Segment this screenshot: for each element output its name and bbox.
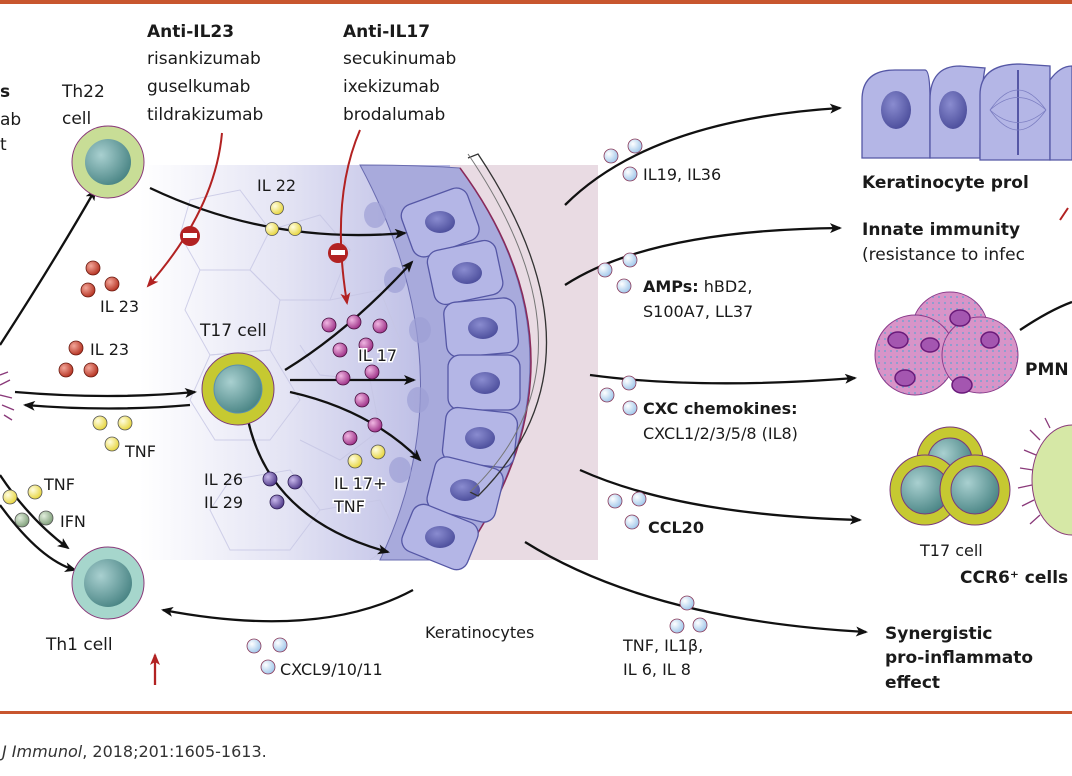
drug-ixekizumab: ixekizumab xyxy=(343,77,440,97)
inhibit-icon xyxy=(328,243,348,263)
t17-label: T17 cell xyxy=(199,321,267,341)
il17-label: IL 17 xyxy=(358,346,397,365)
increase-arrow-icon xyxy=(1059,207,1069,221)
keratinocyte-layer xyxy=(364,187,521,571)
th22-label-line1: Th22 xyxy=(61,82,105,102)
amps-label: AMPs: hBD2, xyxy=(643,277,752,296)
t17-cluster-label: T17 cell xyxy=(919,541,983,560)
th22-label-line2: cell xyxy=(62,109,91,129)
synergistic-label-line2: pro-inflammato xyxy=(885,648,1033,668)
left-cut-label: s ab t xyxy=(0,82,21,155)
th1-label: Th1 cell xyxy=(45,635,113,655)
bottom-border xyxy=(0,711,1072,714)
cytokine-il26-il29 xyxy=(262,471,303,510)
ccr6-dendritic-cell xyxy=(1017,417,1072,536)
anti-il23-title: Anti-IL23 xyxy=(147,22,234,42)
inhibit-icon xyxy=(180,226,200,246)
t17-cell xyxy=(201,352,275,426)
drug-risankizumab: risankizumab xyxy=(147,49,261,69)
tnf-label-mid: TNF xyxy=(124,442,156,461)
pmn-label: PMN xyxy=(1025,360,1069,380)
cytokine-il17-tnf-yellow xyxy=(347,444,386,469)
chemokine-cxc xyxy=(599,375,638,416)
drug-brodalumab: brodalumab xyxy=(343,105,445,125)
chemokine-il19-il36 xyxy=(603,138,643,182)
dendritic-cell-partial xyxy=(0,371,15,421)
cytokine-il22 xyxy=(265,201,302,236)
th22-cell xyxy=(71,125,145,199)
th1-cell xyxy=(71,546,145,620)
chemokine-ccl20 xyxy=(607,491,647,530)
amps-bold: AMPs: xyxy=(643,277,699,296)
citation-journal: J Immunol xyxy=(2,742,83,761)
drug-tildrakizumab: tildrakizumab xyxy=(147,105,263,125)
cytokine-tnf-mid xyxy=(92,415,133,452)
il23-label-mid: IL 23 xyxy=(90,340,129,359)
cytokine-il17 xyxy=(321,314,388,446)
inhibition-lines xyxy=(146,129,361,305)
innate-immunity-label: Innate immunity xyxy=(862,220,1020,240)
tnf-label-left: TNF xyxy=(43,475,75,494)
drug-guselkumab: guselkumab xyxy=(147,77,250,97)
keratinocytes-label: Keratinocytes xyxy=(425,623,534,642)
il22-label: IL 22 xyxy=(257,176,296,195)
left-cut-label-line3: t xyxy=(0,135,7,155)
left-cut-label-line2: ab xyxy=(0,110,21,130)
cxcl-label: CXCL9/10/11 xyxy=(280,660,383,679)
left-cut-label-line1: s xyxy=(0,82,10,102)
tnf-il1b-label-line2: IL 6, IL 8 xyxy=(623,660,691,679)
chemokine-amps xyxy=(597,252,638,294)
cytokine-il23-top xyxy=(80,260,120,298)
cxc-chemokines-label: CXC chemokines: xyxy=(643,399,798,418)
il23-label-top: IL 23 xyxy=(100,297,139,316)
ccr6-cells-label: CCR6⁺ cells xyxy=(960,568,1068,588)
cytokine-tnf-ifn xyxy=(2,484,54,528)
il17-tnf-label-line1: IL 17+ xyxy=(334,474,386,493)
il17-tnf-label-line2: TNF xyxy=(333,497,365,516)
amps-label-line2: S100A7, LL37 xyxy=(643,302,753,321)
keratinocyte-bracket xyxy=(467,153,547,497)
cxc-chemokines-line2: CXCL1/2/3/5/8 (IL8) xyxy=(643,424,798,443)
citation: J Immunol, 2018;201:1605-1613. xyxy=(2,742,267,761)
anti-il17-title: Anti-IL17 xyxy=(343,22,430,42)
citation-details: , 2018;201:1605-1613. xyxy=(82,742,267,761)
amps-rest: hBD2, xyxy=(699,277,753,296)
top-border xyxy=(0,0,1072,4)
innate-immunity-sublabel: (resistance to infec xyxy=(862,245,1025,265)
synergistic-label-line1: Synergistic xyxy=(885,624,993,644)
pmn-cells xyxy=(874,291,1019,396)
bracket-inner xyxy=(467,153,539,493)
il29-label: IL 29 xyxy=(204,493,243,512)
il26-label: IL 26 xyxy=(204,470,243,489)
proliferating-keratinocytes xyxy=(861,63,1072,161)
cytokine-il23-mid xyxy=(58,340,99,378)
ifn-label: IFN xyxy=(60,512,86,531)
ccl20-label: CCL20 xyxy=(648,518,704,537)
synergistic-label-line3: effect xyxy=(885,673,940,693)
cytokine-tnf-il1b xyxy=(669,595,708,634)
t17-cell-cluster xyxy=(889,426,1011,526)
tnf-il1b-label-line1: TNF, IL1β, xyxy=(622,636,703,655)
cytokine-cxcl9 xyxy=(246,637,288,675)
il19-il36-label: IL19, IL36 xyxy=(643,165,721,184)
keratinocyte-proliferation-label: Keratinocyte prol xyxy=(862,173,1029,193)
drug-secukinumab: secukinumab xyxy=(343,49,456,69)
